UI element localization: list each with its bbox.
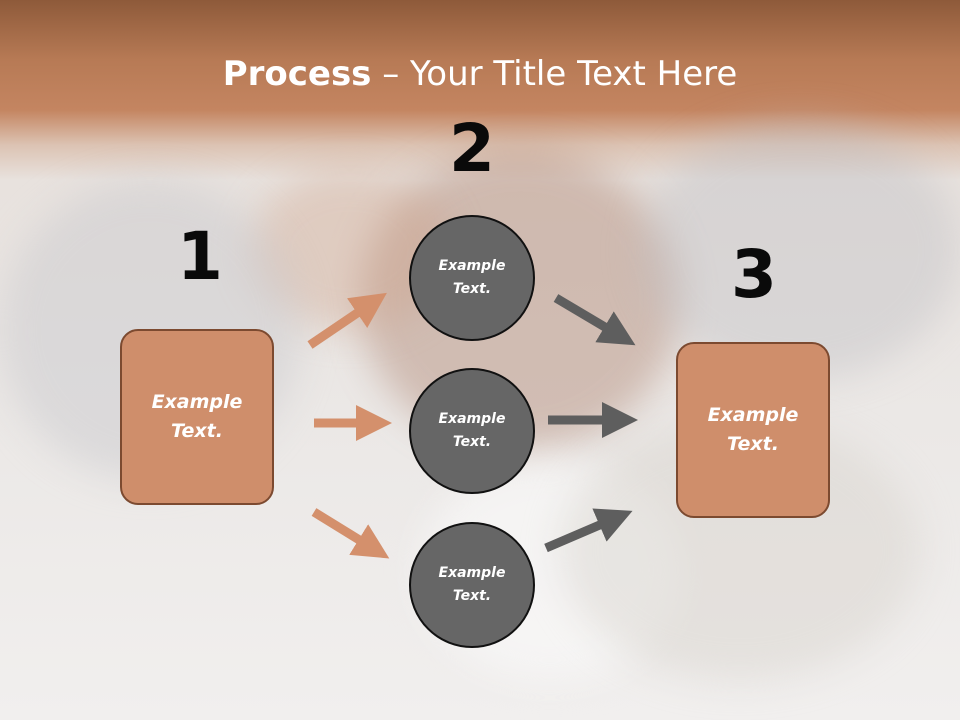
step-3-box: Example Text. [676, 342, 830, 518]
arrow-left-up [307, 292, 387, 349]
step-2-circle-middle: Example Text. [409, 368, 535, 494]
arrow-right-down [553, 294, 636, 346]
circle-text-line1: Example [438, 411, 506, 427]
slide-title: Process – Your Title Text Here [0, 52, 960, 96]
step-number-2: 2 [449, 110, 495, 187]
step-1-text-line2: Text. [171, 420, 223, 442]
step-number-1: 1 [177, 218, 223, 295]
arrow-right-up [544, 508, 633, 553]
arrow-left-down [311, 508, 390, 559]
step-1-box: Example Text. [120, 329, 274, 505]
step-number-3: 3 [731, 236, 777, 313]
background-photo-shape [640, 120, 960, 380]
circle-text-line2: Text. [452, 434, 492, 450]
circle-text-line1: Example [438, 258, 506, 274]
step-3-text-line1: Example [707, 404, 799, 426]
circle-text-line2: Text. [452, 281, 492, 297]
step-2-circle-top: Example Text. [409, 215, 535, 341]
title-bold: Process [222, 54, 372, 94]
step-1-text-line1: Example [151, 391, 243, 413]
title-rest: – Your Title Text Here [371, 54, 738, 94]
step-3-text-line2: Text. [727, 433, 779, 455]
circle-text-line1: Example [438, 565, 506, 581]
step-2-circle-bottom: Example Text. [409, 522, 535, 648]
circle-text-line2: Text. [452, 588, 492, 604]
